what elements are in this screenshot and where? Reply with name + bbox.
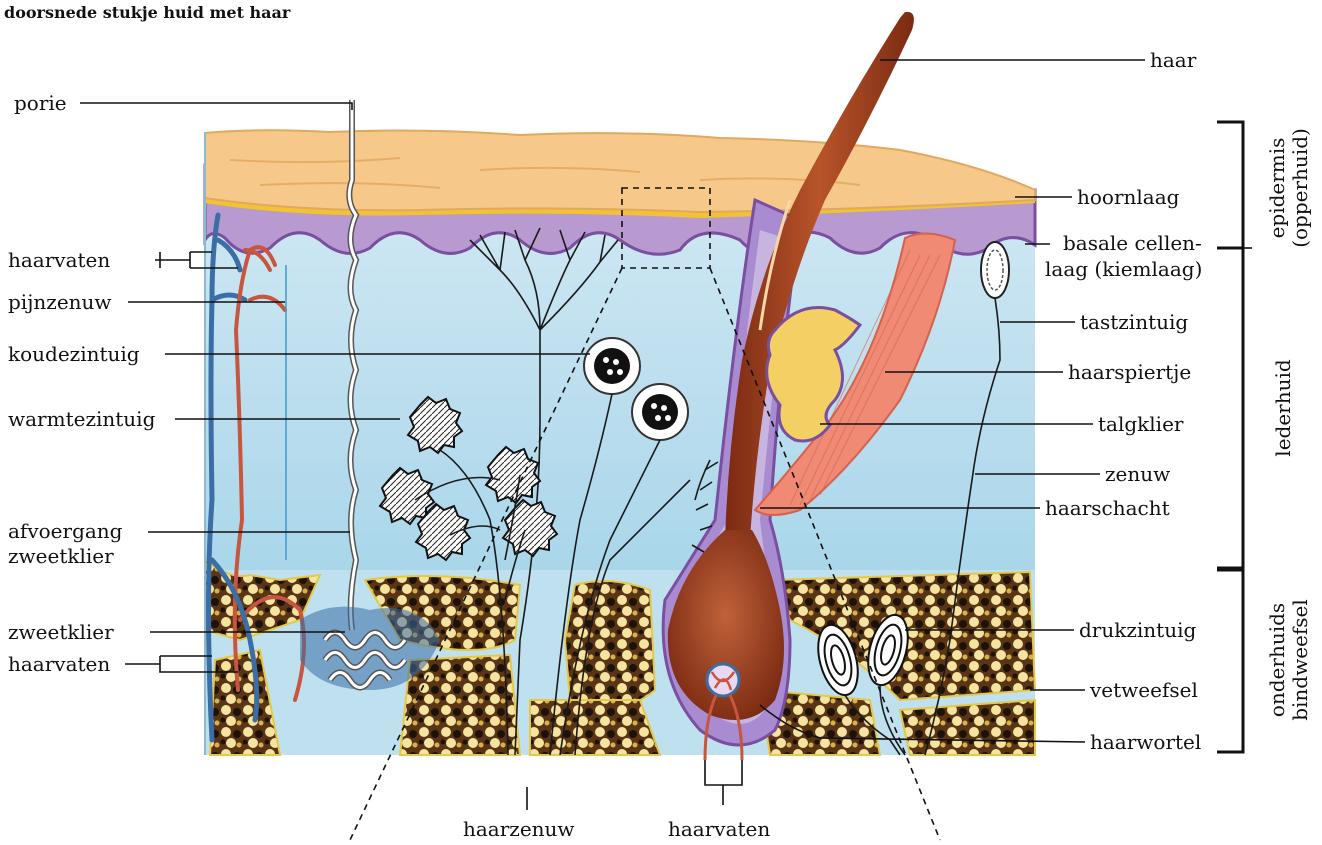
- layer-epidermis-line2: (opperhuid): [1288, 128, 1312, 248]
- label-basale-line2: laag (kiemlaag): [1045, 257, 1202, 281]
- label-warmtezintuig: warmtezintuig: [8, 407, 156, 431]
- label-drukzintuig: drukzintuig: [1079, 618, 1196, 642]
- label-vetweefsel: vetweefsel: [1089, 678, 1198, 702]
- label-zenuw: zenuw: [1105, 462, 1170, 486]
- label-afvoergang-line2: zweetklier: [8, 544, 114, 568]
- label-haarvaten-top: haarvaten: [8, 248, 110, 272]
- label-haarspiertje: haarspiertje: [1068, 360, 1191, 384]
- layer-onderhuids-line1: onderhuids: [1265, 603, 1289, 717]
- label-pijnzenuw: pijnzenuw: [8, 290, 112, 314]
- label-zweetklier: zweetklier: [8, 620, 114, 644]
- layer-onderhuids-line2: bindweefsel: [1288, 599, 1312, 721]
- diagram-title: doorsnede stukje huid met haar: [4, 3, 291, 22]
- label-haarvaten-root: haarvaten: [668, 817, 770, 841]
- label-haarvaten-bottom: haarvaten: [8, 652, 110, 676]
- label-hoornlaag: hoornlaag: [1077, 185, 1180, 209]
- label-koudezintuig: koudezintuig: [8, 342, 140, 366]
- label-tastzintuig: tastzintuig: [1080, 310, 1188, 334]
- layer-epidermis-line1: epidermis: [1265, 138, 1289, 239]
- label-porie: porie: [14, 91, 67, 115]
- label-talgklier: talgklier: [1098, 412, 1184, 436]
- label-afvoergang-line1: afvoergang: [8, 519, 123, 543]
- label-haarwortel: haarwortel: [1090, 730, 1201, 754]
- label-haarschacht: haarschacht: [1045, 496, 1170, 520]
- layer-lederhuid: lederhuid: [1271, 359, 1295, 457]
- label-basale-line1: basale cellen-: [1063, 231, 1202, 255]
- label-haar: haar: [1150, 48, 1197, 72]
- label-haarzenuw: haarzenuw: [463, 817, 575, 841]
- layer-braces: [1217, 122, 1252, 752]
